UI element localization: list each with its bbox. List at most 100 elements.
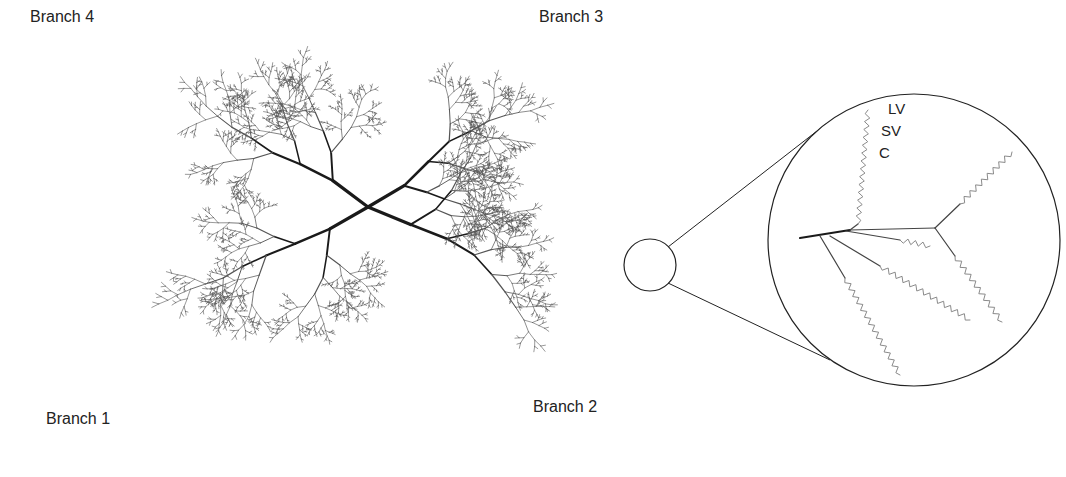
vessel-segment bbox=[445, 67, 447, 71]
vessel-segment bbox=[438, 76, 439, 78]
vessel-segment bbox=[537, 114, 538, 119]
vessel-segment bbox=[495, 72, 497, 75]
vessel-segment bbox=[476, 97, 478, 98]
vessel-segment bbox=[301, 95, 302, 98]
vessel-segment bbox=[446, 87, 449, 97]
vessel-segment bbox=[446, 71, 448, 78]
vessel-segment bbox=[469, 177, 473, 184]
vessel-segment bbox=[493, 229, 494, 230]
vessel-segment bbox=[185, 82, 191, 88]
vessel-segment bbox=[242, 98, 243, 101]
vessel-segment bbox=[244, 116, 246, 117]
vessel-segment bbox=[514, 151, 515, 152]
vessel-segment bbox=[379, 121, 380, 123]
vessel-segment bbox=[310, 106, 312, 109]
vessel-segment bbox=[263, 73, 266, 75]
vessel-segment bbox=[301, 93, 302, 95]
vessel-segment bbox=[338, 104, 339, 107]
vessel-segment bbox=[266, 75, 269, 78]
vessel-segment bbox=[227, 135, 229, 137]
vessel-segment bbox=[368, 119, 369, 120]
vessel-segment bbox=[404, 186, 426, 193]
vessel-segment bbox=[243, 107, 248, 108]
vessel-segment bbox=[226, 146, 230, 153]
vessel-segment bbox=[366, 91, 371, 94]
vessel-segment bbox=[240, 127, 244, 129]
vessel-segment bbox=[356, 102, 359, 107]
vessel-segment bbox=[514, 156, 516, 159]
vessel-segment bbox=[230, 113, 232, 127]
vessel-segment bbox=[295, 63, 297, 65]
vessel-segment bbox=[463, 136, 464, 139]
vessel-segment bbox=[237, 178, 238, 179]
vessel-segment bbox=[365, 133, 367, 135]
vessel-segment bbox=[471, 107, 472, 109]
vessel-segment bbox=[511, 100, 516, 107]
vessel-segment bbox=[361, 84, 362, 87]
vessel-segment bbox=[513, 196, 516, 199]
vessel-segment bbox=[224, 131, 225, 134]
vessel-segment bbox=[509, 193, 513, 196]
vessel-segment bbox=[499, 79, 502, 80]
vessel-segment bbox=[263, 132, 269, 136]
vessel-segment bbox=[292, 119, 301, 122]
vessel-segment bbox=[269, 72, 271, 78]
vessel-segment bbox=[342, 127, 351, 139]
vessel-segment bbox=[323, 131, 331, 153]
vessel-segment bbox=[210, 180, 212, 182]
vessel-segment bbox=[224, 160, 238, 162]
vessel-segment bbox=[362, 130, 365, 133]
vessel-segment bbox=[513, 195, 516, 196]
vessel-segment bbox=[503, 191, 505, 192]
vessel-segment bbox=[499, 138, 509, 139]
vessel-segment bbox=[345, 115, 348, 118]
vessel-segment bbox=[351, 126, 359, 127]
vessel-segment bbox=[300, 54, 303, 58]
vessel-segment bbox=[318, 71, 320, 72]
vessel-segment bbox=[331, 139, 342, 152]
vessel-segment bbox=[251, 122, 255, 126]
vessel-segment bbox=[277, 71, 278, 75]
vessel-segment bbox=[295, 65, 296, 69]
vessel-segment bbox=[325, 62, 326, 65]
vessel-segment bbox=[264, 112, 268, 113]
vessel-segment bbox=[488, 178, 490, 180]
vessel-segment bbox=[501, 89, 503, 91]
vessel-segment bbox=[275, 70, 277, 71]
vessel-segment bbox=[248, 108, 249, 111]
vessel-segment bbox=[220, 136, 223, 141]
vessel-segment bbox=[494, 89, 495, 98]
vessel-segment bbox=[245, 181, 246, 183]
vessel-segment bbox=[357, 115, 364, 117]
vessel-segment bbox=[376, 104, 379, 106]
vessel-segment bbox=[479, 201, 480, 202]
vessel-segment bbox=[449, 63, 450, 66]
vessel-segment bbox=[323, 80, 326, 82]
vessel-segment bbox=[191, 173, 197, 175]
vessel-segment bbox=[255, 125, 259, 130]
vessel-segment bbox=[287, 127, 288, 131]
vessel-segment bbox=[258, 59, 259, 63]
vessel-segment bbox=[499, 99, 503, 104]
vessel-segment bbox=[351, 117, 356, 128]
vessel-segment bbox=[510, 183, 511, 185]
vessel-segment bbox=[217, 107, 218, 110]
vessel-segment bbox=[214, 80, 218, 81]
vessel-segment bbox=[315, 89, 321, 90]
vessel-segment bbox=[509, 95, 511, 96]
vessel-segment bbox=[511, 169, 513, 171]
vessel-segment bbox=[290, 88, 293, 91]
vessel-segment bbox=[472, 107, 474, 108]
vessel-segment bbox=[357, 90, 359, 91]
vessel-segment bbox=[218, 114, 220, 116]
vessel-segment bbox=[196, 120, 205, 124]
vessel-segment bbox=[483, 233, 484, 237]
vessel-segment bbox=[251, 158, 254, 169]
vessel-segment bbox=[195, 110, 200, 115]
vessel-segment bbox=[264, 77, 269, 85]
vessel-segment bbox=[349, 89, 351, 91]
vessel-segment bbox=[472, 189, 474, 190]
vessel-segment bbox=[204, 85, 207, 89]
vessel-segment bbox=[303, 52, 306, 58]
vessel-segment bbox=[293, 133, 294, 135]
